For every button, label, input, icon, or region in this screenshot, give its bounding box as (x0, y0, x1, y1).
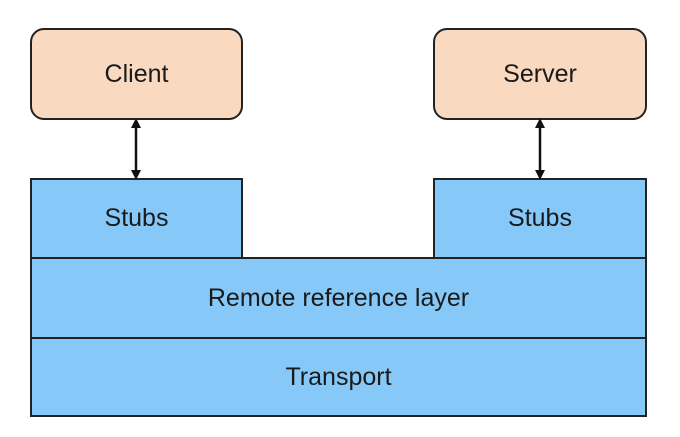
transport-layer-label: Transport (285, 362, 392, 391)
remote-reference-layer-box: Remote reference layer (30, 257, 647, 339)
server-label: Server (503, 59, 577, 88)
client-stubs-box: Stubs (30, 178, 243, 259)
server-stubs-label: Stubs (508, 204, 572, 232)
client-label: Client (104, 59, 169, 88)
client-box: Client (30, 28, 243, 120)
transport-layer-box: Transport (30, 337, 647, 417)
server-stubs-box: Stubs (433, 178, 647, 259)
client-stubs-label: Stubs (104, 204, 169, 232)
server-box: Server (433, 28, 647, 120)
remote-reference-layer-label: Remote reference layer (207, 283, 470, 312)
